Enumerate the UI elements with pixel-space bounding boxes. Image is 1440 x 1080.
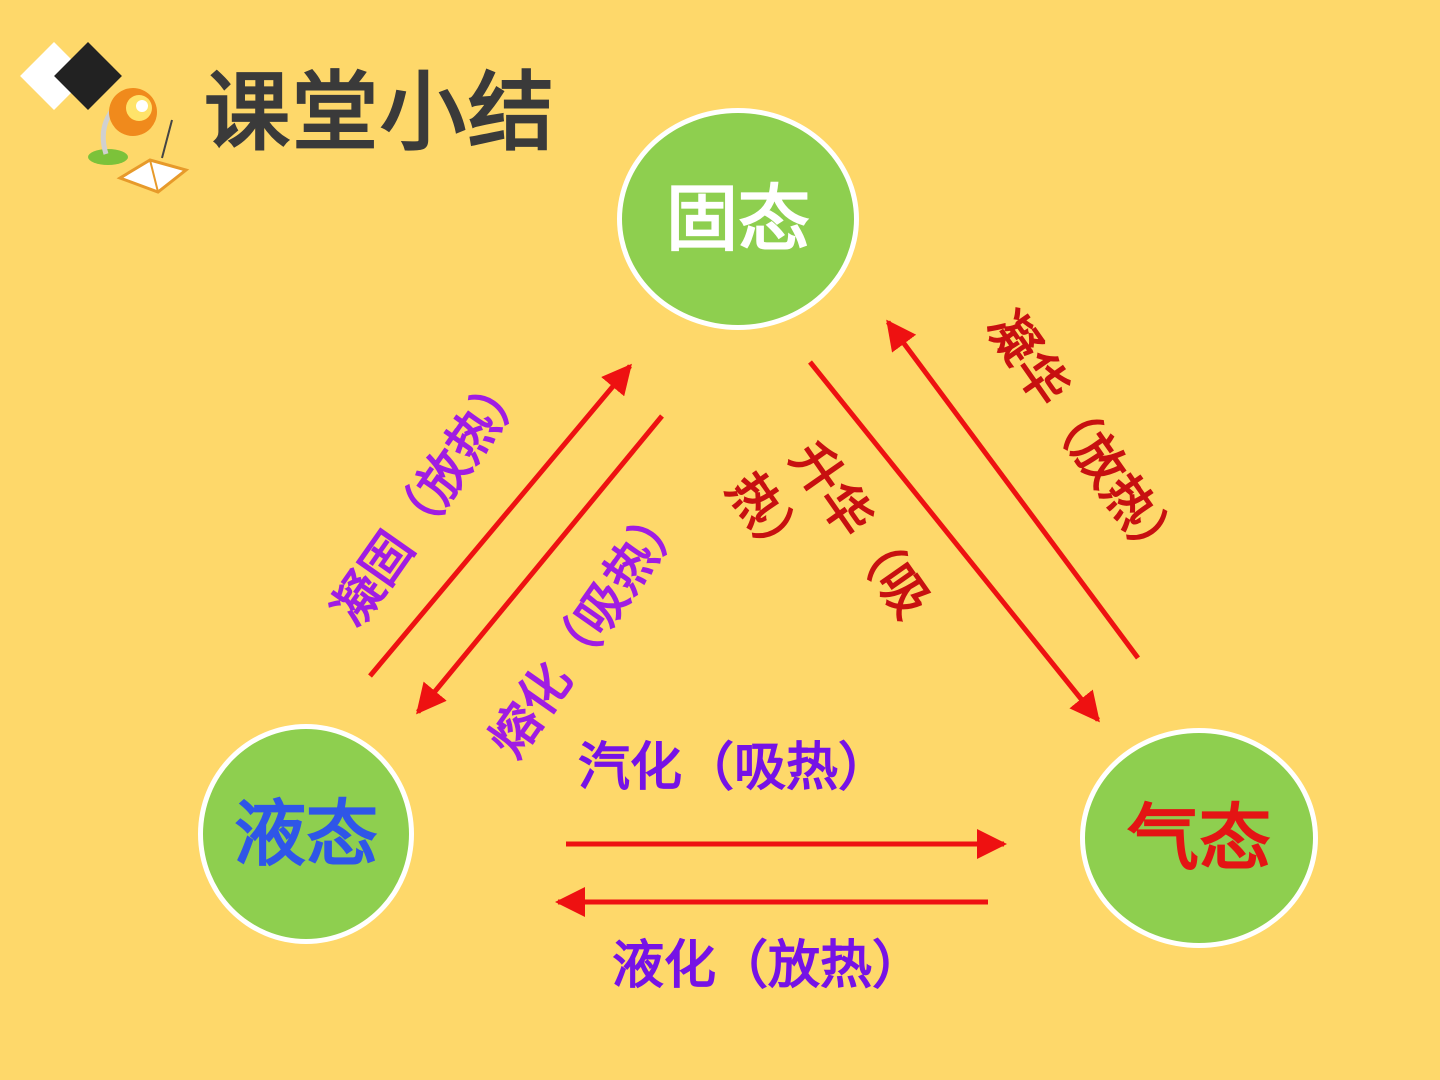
arrow-deposition	[885, 319, 1141, 660]
title-decoration	[20, 42, 190, 194]
node-gas-label: 气态	[1126, 796, 1271, 880]
arrow-melting	[416, 414, 664, 715]
node-liquid-label: 液态	[233, 792, 378, 876]
arrow-freezing	[368, 363, 632, 678]
node-liquid: 液态	[198, 724, 414, 944]
label-vaporization: 汽化（吸热）	[578, 738, 891, 798]
node-solid: 固态	[617, 108, 859, 330]
node-solid-label: 固态	[665, 177, 810, 261]
open-book-icon	[116, 119, 190, 194]
arrow-sublimation	[808, 360, 1100, 723]
desk-lamp-icon	[88, 88, 157, 165]
page-title: 课堂小结	[204, 63, 556, 163]
node-gas: 气态	[1080, 728, 1318, 948]
label-condensation: 液化（放热）	[612, 936, 925, 996]
